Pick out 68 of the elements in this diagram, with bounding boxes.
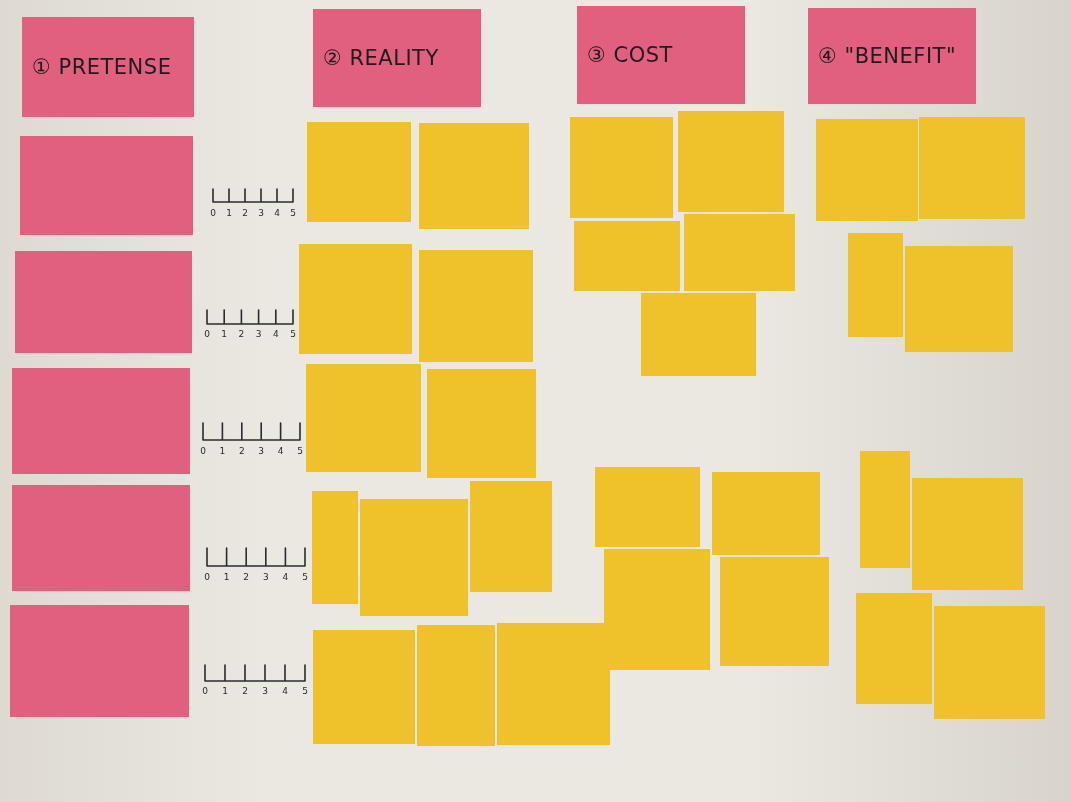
scale-number: 2 [242, 686, 248, 696]
sticky-note [470, 481, 552, 592]
sticky-note [570, 117, 673, 218]
sticky-note [417, 625, 495, 746]
scale-number: 3 [255, 329, 262, 339]
scale-number: 3 [262, 686, 268, 696]
scale-number: 0 [204, 329, 210, 339]
scale-number: 4 [277, 446, 284, 456]
scale-number: 4 [274, 208, 280, 218]
scale-number: 2 [242, 208, 248, 218]
sticky-note [856, 593, 932, 704]
scale-number: 2 [238, 329, 245, 339]
scale-number: 1 [219, 446, 226, 456]
sticky-note [419, 250, 533, 362]
sticky-note [684, 214, 795, 291]
scale-number: 3 [258, 208, 264, 218]
scale-number: 2 [238, 446, 245, 456]
sticky-note [12, 368, 190, 474]
sticky-note [860, 451, 910, 568]
sticky-note [604, 549, 710, 670]
sticky-note [720, 557, 829, 666]
scale-number: 4 [282, 686, 288, 696]
sticky-note [419, 123, 529, 229]
column-heading: ① PRETENSE [32, 55, 172, 79]
scale-number: 1 [223, 572, 230, 582]
sticky-note [574, 221, 680, 291]
scale-number: 1 [221, 329, 228, 339]
column-heading: ③ COST [587, 43, 673, 67]
scale-number: 3 [258, 446, 265, 456]
scale-number: 1 [222, 686, 228, 696]
scale-number: 2 [243, 572, 250, 582]
column-heading: ② REALITY [323, 46, 439, 70]
scale-number: 0 [202, 686, 208, 696]
scale-number: 4 [282, 572, 289, 582]
scale-number: 0 [210, 208, 216, 218]
scale-number: 0 [200, 446, 206, 456]
sticky-note [848, 233, 903, 337]
sticky-note [307, 122, 411, 222]
sticky-note [299, 244, 412, 354]
column-heading: ④ "BENEFIT" [818, 44, 957, 68]
sticky-note [15, 251, 192, 353]
sticky-note [20, 136, 193, 235]
sticky-note [313, 630, 415, 744]
scale-number: 1 [226, 208, 232, 218]
scale-number: 3 [262, 572, 269, 582]
sticky-note [312, 491, 358, 604]
sticky-note [577, 6, 745, 104]
sticky-note [934, 606, 1045, 719]
sticky-note [360, 499, 468, 616]
sticky-note [427, 369, 536, 478]
sticky-note [641, 293, 756, 376]
sticky-note [905, 246, 1013, 352]
sticky-note [306, 364, 421, 472]
scale-number: 4 [272, 329, 279, 339]
sticky-note [912, 478, 1023, 590]
sticky-note [595, 467, 700, 547]
sticky-note [313, 9, 481, 107]
sticky-note [816, 119, 918, 221]
scale-number: 5 [290, 208, 296, 218]
sticky-note [808, 8, 976, 104]
sticky-note [12, 485, 190, 591]
sticky-note [22, 17, 194, 117]
sticky-note [919, 117, 1025, 219]
sticky-note [497, 623, 610, 745]
sticky-note [10, 605, 189, 717]
sticky-note [712, 472, 820, 555]
sticky-note [678, 111, 784, 212]
scale-number: 0 [204, 572, 210, 582]
